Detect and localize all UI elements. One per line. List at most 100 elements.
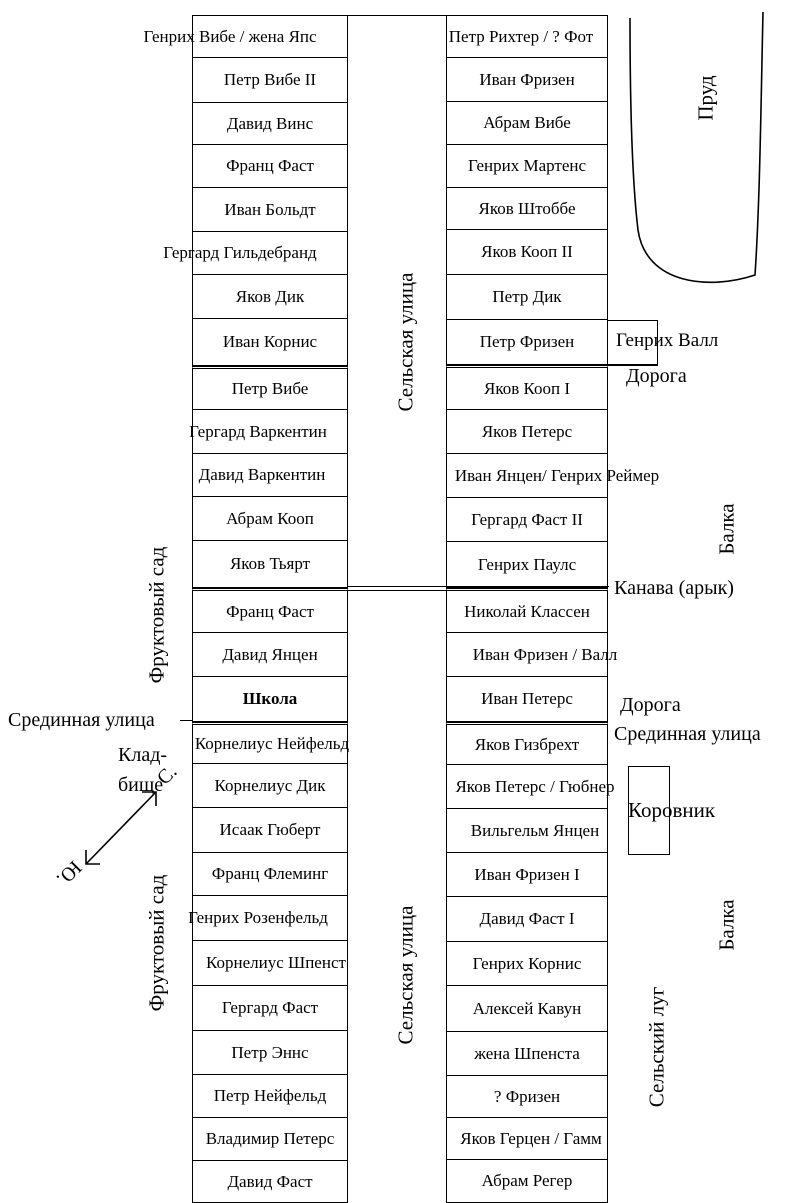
left-plot: Корнелиус Шпенст: [192, 941, 348, 986]
right-plot-label: Абрам Вибе: [483, 113, 571, 132]
right-plot: Давид Фаст I: [446, 897, 608, 942]
left-plot-label: Давид Фаст: [227, 1171, 313, 1191]
left-plot-label: Петр Нейфельд: [213, 1086, 327, 1105]
left-plot: Давид Фаст: [192, 1161, 348, 1203]
right-plot: Гергард Фаст II: [446, 498, 608, 542]
right-plot-label: Яков Штоббе: [478, 198, 576, 218]
right-plot-label: Абрам Регер: [481, 1171, 573, 1190]
left-plot: Давид Винс: [192, 103, 348, 145]
left-plot: Иван Больдт: [192, 188, 348, 232]
right-plot: Иван Янцен/ Генрих Реймер: [446, 454, 659, 498]
right-plot-label: Генрих Мартенс: [467, 156, 587, 175]
left-plot-label: Давид Янцен: [222, 644, 318, 664]
right-plot-label: Иван Фризен / Валл: [472, 644, 618, 664]
left-plot-label: Давид Варкентин: [198, 465, 326, 484]
right-plot-label: Яков Петерс: [481, 421, 573, 441]
left-plot-label: Корнелиус Дик: [214, 775, 326, 795]
compass-arrow: [85, 791, 157, 865]
cowshed-label: Коровник: [628, 798, 716, 822]
left-plot-label: Исаак Гюберт: [219, 820, 321, 839]
left-plot: Петр Нейфельд: [192, 1075, 348, 1118]
left-plot-label: Петр Эннс: [231, 1042, 309, 1062]
right-plot-label: Гергард Фаст II: [471, 509, 583, 529]
right-plot-label: Генрих Паулс: [477, 554, 577, 574]
right-plot: Яков Петерс / Гюбнер: [446, 765, 615, 809]
left-plot: Гергард Гильдебранд: [163, 232, 348, 275]
orchard-label-bottom: Фруктовый сад: [144, 874, 169, 1012]
left-plot: Иван Корнис: [192, 319, 348, 366]
right-plot-label: Яков Кооп II: [481, 242, 573, 261]
street-label-top: Сельская улица: [393, 272, 418, 412]
right-plot-label: Николай Классен: [464, 601, 590, 621]
left-plot-label: Франц Фаст: [226, 601, 314, 621]
right-plot: Яков Кооп II: [446, 230, 608, 275]
left-plot: Школа: [192, 677, 348, 722]
road-label-1: Дорога: [626, 365, 687, 387]
right-plot-label: Яков Кооп I: [483, 378, 570, 398]
left-plot: Исаак Гюберт: [192, 808, 348, 853]
left-plot: Франц Флеминг: [192, 853, 348, 896]
cemetery-label-line1: Клад-: [118, 744, 168, 766]
left-plot: Владимир Петерс: [192, 1118, 348, 1161]
right-plot-label: жена Шпенста: [474, 1043, 580, 1063]
left-plot-label: Абрам Кооп: [226, 508, 314, 528]
left-plot-label: Корнелиус Нейфельд: [194, 734, 350, 753]
left-plot-label: Петр Вибе II: [223, 70, 317, 89]
right-plot-label: Иван Петерс: [481, 689, 573, 708]
left-plot: Яков Тьярт: [192, 541, 348, 588]
left-plot: Давид Янцен: [192, 633, 348, 677]
kanava-label: Канава (арык): [614, 577, 734, 599]
left-plot-label: Генрих Вибе / жена Япс: [143, 26, 317, 46]
kanava-line: [347, 586, 609, 587]
right-plot-label: Яков Герцен / Гамм: [460, 1128, 602, 1148]
right-plot: Николай Классен: [446, 588, 608, 633]
right-plot: жена Шпенста: [446, 1032, 608, 1076]
road-label-2: Дорога: [620, 694, 681, 716]
left-plot: Франц Фаст: [192, 145, 348, 188]
left-plot: Петр Эннс: [192, 1031, 348, 1075]
right-plot: Яков Штоббе: [446, 188, 608, 230]
left-plot-label: Гергард Варкентин: [189, 421, 327, 441]
right-plot: Генрих Корнис: [446, 942, 608, 986]
left-plot: Давид Варкентин: [192, 454, 348, 497]
left-plot: Генрих Вибе / жена Япс: [143, 15, 348, 58]
right-plot: Абрам Вибе: [446, 102, 608, 145]
right-plot-label: Яков Гизбрехт: [474, 734, 580, 754]
right-plot-label: ? Фризен: [493, 1086, 561, 1106]
right-plot: Иван Фризен / Валл: [446, 633, 617, 677]
right-plot-label: Иван Фризен: [479, 69, 575, 89]
cemetery-label-line2: бище: [118, 774, 164, 796]
right-plot: Яков Герцен / Гамм: [446, 1118, 608, 1160]
left-plot: Петр Вибе II: [192, 58, 348, 103]
left-plot-label: Школа: [242, 689, 298, 708]
kanava-line-2: [347, 590, 447, 591]
left-plot-label: Франц Фаст: [226, 156, 314, 175]
left-plot: Франц Фаст: [192, 588, 348, 633]
left-plot-label: Гергард Фаст: [221, 998, 319, 1017]
left-plot: Петр Вибе: [192, 366, 348, 410]
right-plot: Петр Рихтер / ? Фот: [446, 15, 608, 58]
right-plot: Яков Кооп I: [446, 365, 608, 410]
middle-street-label-left: Срединная улица: [8, 709, 155, 731]
right-plot: Яков Гизбрехт: [446, 722, 608, 765]
henrich-vall-label: Генрих Валл: [616, 330, 719, 351]
left-plot-label: Яков Дик: [235, 286, 305, 306]
left-plot: Гергард Варкентин: [189, 410, 348, 454]
left-plot-label: Генрих Розенфельд: [188, 908, 328, 927]
right-plot-label: Петр Фризен: [479, 332, 575, 351]
right-plot: Иван Фризен I: [446, 853, 608, 897]
left-plot-label: Владимир Петерс: [205, 1129, 335, 1148]
right-plot: Петр Дик: [446, 275, 608, 320]
road-line-right: [608, 365, 658, 366]
village-meadow-label: Сельский луг: [644, 986, 669, 1108]
balka-label-1: Балка: [714, 503, 739, 555]
right-plot: Яков Петерс: [446, 410, 608, 454]
right-plot-label: Петр Дик: [492, 287, 562, 306]
right-plot: Генрих Мартенс: [446, 145, 608, 188]
right-plot-label: Петр Рихтер / ? Фот: [448, 26, 594, 46]
cowshed-box: [628, 766, 670, 855]
right-plot-label: Яков Петерс / Гюбнер: [455, 776, 615, 796]
left-plot-label: Франц Флеминг: [211, 864, 329, 883]
right-plot: Иван Петерс: [446, 677, 608, 722]
